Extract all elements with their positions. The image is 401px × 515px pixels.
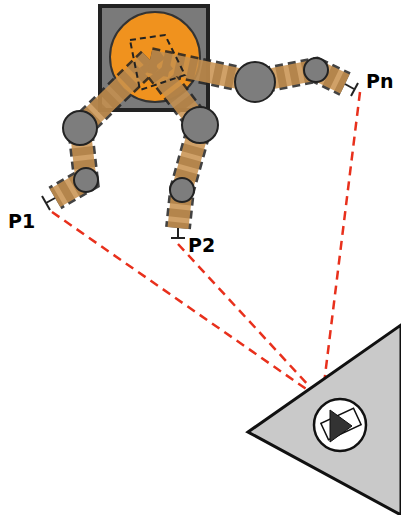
camera-body (248, 325, 401, 515)
end-effectors (42, 83, 358, 238)
camera-lens (314, 399, 366, 451)
sight-lines (52, 92, 360, 400)
point-label: P1 (8, 212, 35, 231)
arm-joints (63, 58, 328, 202)
robot-arms (55, 35, 345, 228)
point-label: Pn (366, 72, 393, 91)
point-label: P2 (188, 236, 215, 255)
